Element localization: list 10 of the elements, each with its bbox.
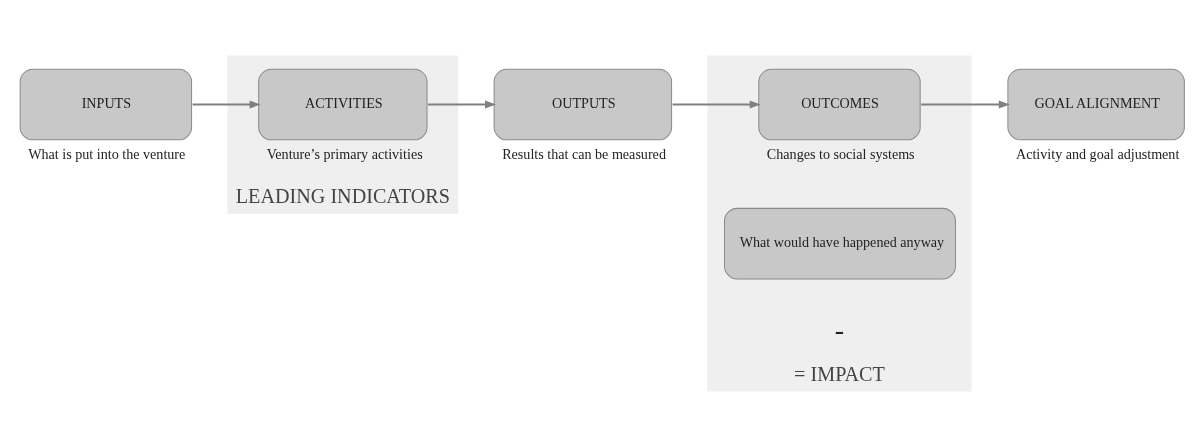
node-label: What is put into the venture bbox=[28, 145, 186, 162]
label: - bbox=[834, 313, 845, 345]
node-label: Venture’s primary activities bbox=[266, 145, 423, 162]
arrow bbox=[428, 100, 497, 108]
arrow bbox=[192, 100, 261, 108]
node-label: Activity and goal adjustment bbox=[1015, 145, 1180, 162]
arrow bbox=[672, 100, 761, 108]
node-label: Results that can be measured bbox=[502, 145, 666, 162]
arrow bbox=[921, 100, 1010, 108]
node-label: Changes to social systems bbox=[766, 145, 915, 162]
